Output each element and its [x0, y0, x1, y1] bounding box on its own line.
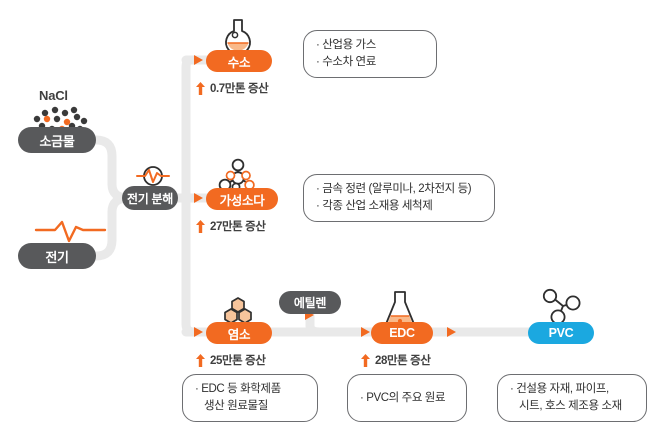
- increase-value-chlorine: 25만톤 증산: [210, 355, 266, 367]
- molecule-cluster-icon: [218, 158, 255, 192]
- polymer-molecule-icon: [542, 288, 581, 325]
- intermediate-pill-ethylene[interactable]: 에틸렌: [279, 291, 341, 314]
- use-line: · 건설용 자재, 파이프,: [510, 383, 609, 396]
- increase-value-hydrogen: 0.7만톤 증산: [210, 83, 269, 95]
- input-pill-salt-water[interactable]: 소금물: [18, 127, 96, 153]
- up-arrow-icon: [196, 219, 205, 233]
- electric-waveform-icon: [34, 220, 107, 243]
- uses-callout-edc: · PVC의 주요 원료: [347, 374, 467, 422]
- uses-callout-hydrogen: · 산업용 가스 · 수소차 연료: [303, 30, 437, 78]
- hexagon-rings-icon: [224, 297, 252, 324]
- use-line: 시트, 호스 제조용 소재: [519, 400, 622, 412]
- use-line: · 각종 산업 소재용 세척제: [316, 200, 433, 212]
- use-line: · 산업용 가스: [316, 39, 376, 52]
- use-line: · PVC의 주요 원료: [360, 391, 446, 404]
- up-arrow-icon: [196, 353, 205, 367]
- input-pill-electricity[interactable]: 전기: [18, 243, 96, 269]
- use-line: 생산 원료물질: [204, 400, 268, 412]
- increase-label-hydrogen: 0.7만톤 증산: [196, 80, 269, 96]
- electrolysis-circle-icon: [136, 166, 170, 186]
- increase-label-caustic-soda: 27만톤 증산: [196, 218, 266, 234]
- up-arrow-icon: [196, 81, 205, 95]
- use-line: · EDC 등 화학제품: [195, 383, 281, 396]
- output-pill-edc[interactable]: EDC: [371, 322, 433, 344]
- use-line: · 수소차 연료: [316, 56, 376, 68]
- process-pill-electrolysis[interactable]: 전기 분해: [122, 186, 178, 210]
- increase-value-edc: 28만톤 증산: [375, 355, 431, 367]
- up-arrow-icon: [361, 353, 370, 367]
- increase-label-edc: 28만톤 증산: [361, 352, 431, 368]
- increase-value-caustic-soda: 27만톤 증산: [210, 221, 266, 233]
- use-line: · 금속 정련 (알루미나, 2차전지 등): [316, 183, 472, 196]
- nacl-formula-label: NaCl: [39, 88, 68, 103]
- output-pill-caustic-soda[interactable]: 가성소다: [206, 188, 278, 210]
- output-pill-pvc[interactable]: PVC: [528, 322, 594, 344]
- uses-callout-caustic-soda: · 금속 정련 (알루미나, 2차전지 등) · 각종 산업 소재용 세척제: [303, 174, 495, 222]
- increase-label-chlorine: 25만톤 증산: [196, 352, 266, 368]
- output-pill-chlorine[interactable]: 염소: [206, 322, 272, 344]
- uses-callout-chlorine: · EDC 등 화학제품 생산 원료물질: [182, 374, 318, 422]
- uses-callout-pvc: · 건설용 자재, 파이프, 시트, 호스 제조용 소재: [497, 374, 647, 422]
- output-pill-hydrogen[interactable]: 수소: [206, 50, 272, 72]
